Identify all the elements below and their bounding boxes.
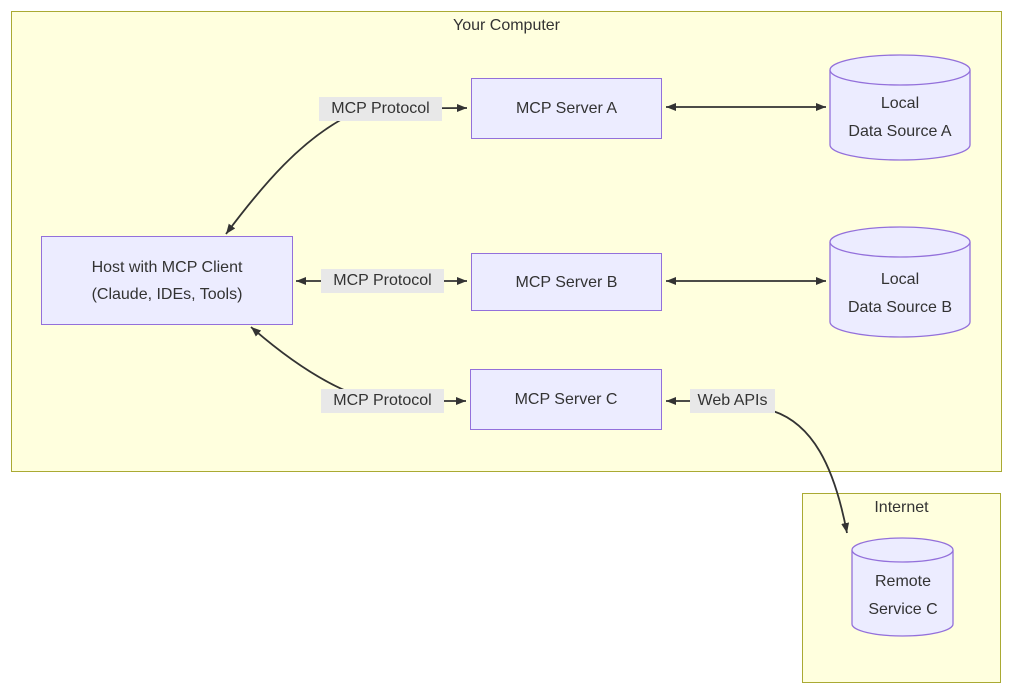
- edge-webapis-remote-c: [772, 410, 850, 534]
- data-b-line2: Data Source B: [847, 298, 953, 316]
- node-mcp-server-c-label: MCP Server C: [514, 391, 618, 408]
- cluster-your-computer-title: Your Computer: [452, 17, 561, 34]
- node-mcp-server-a-label: MCP Server A: [515, 100, 618, 117]
- node-mcp-server-a: MCP Server A: [471, 78, 662, 139]
- data-a-line1: Local: [880, 94, 920, 112]
- edge-label-mcp-protocol-a: MCP Protocol: [319, 97, 442, 121]
- node-host-line2: (Claude, IDEs, Tools): [91, 285, 243, 303]
- node-remote-service-c-label: Remote Service C: [853, 558, 953, 634]
- data-a-line2: Data Source A: [848, 122, 952, 140]
- edge-host-server-a: [225, 104, 468, 235]
- remote-c-line2: Service C: [868, 601, 938, 618]
- edge-label-mcp-protocol-b: MCP Protocol: [321, 269, 444, 293]
- cylinder-remote-service-c: [851, 537, 954, 637]
- edge-label-web-apis: Web APIs: [690, 389, 775, 413]
- node-host-line1: Host with MCP Client: [91, 258, 243, 276]
- node-host-with-mcp-client: Host with MCP Client (Claude, IDEs, Tool…: [41, 236, 293, 325]
- cylinder-local-data-source-b: [829, 226, 971, 338]
- edge-label-mcp-protocol-c: MCP Protocol: [321, 389, 444, 413]
- cluster-internet: Internet: [802, 493, 1001, 683]
- node-local-data-source-b-label: Local Data Source B: [832, 256, 968, 331]
- remote-c-line1: Remote: [874, 573, 932, 590]
- node-mcp-server-c: MCP Server C: [470, 369, 662, 430]
- node-mcp-server-b: MCP Server B: [471, 253, 662, 311]
- cylinder-local-data-source-a: [829, 54, 971, 161]
- node-mcp-server-b-label: MCP Server B: [515, 273, 618, 291]
- data-b-line1: Local: [880, 270, 920, 288]
- node-local-data-source-a-label: Local Data Source A: [832, 80, 968, 155]
- cluster-internet-title: Internet: [874, 499, 929, 516]
